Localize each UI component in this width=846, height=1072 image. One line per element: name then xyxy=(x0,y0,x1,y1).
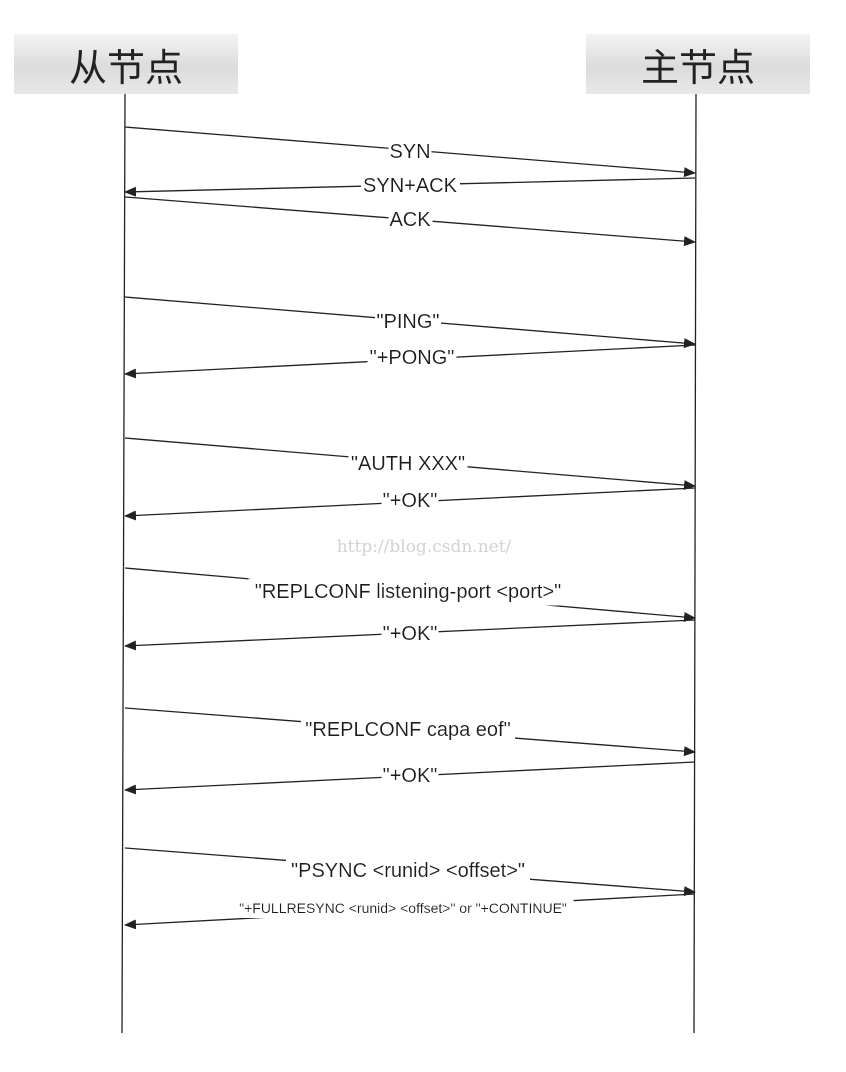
message-replconf-port: "REPLCONF listening-port <port>" xyxy=(124,567,696,623)
message-arrow xyxy=(124,437,696,491)
message-label: "REPLCONF listening-port <port>" xyxy=(255,581,562,603)
message-fullresync: "+FULLRESYNC <runid> <offset>" or "+CONT… xyxy=(124,893,696,930)
master-node-header: 主节点 xyxy=(586,34,810,94)
message-arrow xyxy=(124,344,696,379)
message-replconf-port-ok: "+OK" xyxy=(124,619,696,651)
message-arrow xyxy=(124,487,696,521)
message-arrow xyxy=(124,707,696,757)
message-arrow xyxy=(124,126,696,178)
message-syn: SYN xyxy=(124,126,696,178)
message-label: "PING" xyxy=(376,311,439,333)
message-arrow xyxy=(124,619,696,651)
message-auth: "AUTH XXX" xyxy=(124,437,696,491)
message-arrow xyxy=(124,761,696,795)
message-replconf-capa: "REPLCONF capa eof" xyxy=(124,707,696,757)
message-label: SYN+ACK xyxy=(363,175,458,197)
message-ping: "PING" xyxy=(124,296,696,349)
watermark-text: http://blog.csdn.net/ xyxy=(337,537,512,557)
message-psync: "PSYNC <runid> <offset>" xyxy=(124,847,696,897)
slave-node-label: 从节点 xyxy=(68,45,183,90)
message-label: "REPLCONF capa eof" xyxy=(305,719,510,741)
message-label: "PSYNC <runid> <offset>" xyxy=(291,860,525,882)
message-arrow xyxy=(124,296,696,349)
message-label: SYN xyxy=(389,141,430,163)
message-arrow xyxy=(124,196,696,247)
message-auth-ok: "+OK" xyxy=(124,487,696,521)
message-label: "AUTH XXX" xyxy=(351,453,465,475)
message-label: "+PONG" xyxy=(370,347,455,369)
message-arrow xyxy=(124,567,696,623)
message-arrow xyxy=(124,893,696,930)
message-label: "+FULLRESYNC <runid> <offset>" or "+CONT… xyxy=(239,900,567,916)
message-label: "+OK" xyxy=(383,765,438,787)
message-replconf-capa-ok: "+OK" xyxy=(124,761,696,795)
message-ack: ACK xyxy=(124,196,696,247)
message-syn-ack: SYN+ACK xyxy=(124,175,696,197)
message-label: "+OK" xyxy=(383,623,438,645)
slave-node-header: 从节点 xyxy=(14,34,238,94)
slave-lifeline xyxy=(121,93,126,1034)
message-arrow xyxy=(124,847,696,897)
message-arrow xyxy=(124,177,696,197)
master-lifeline xyxy=(693,93,697,1034)
message-pong: "+PONG" xyxy=(124,344,696,379)
master-node-label: 主节点 xyxy=(640,45,755,90)
message-label: ACK xyxy=(389,209,431,231)
message-label: "+OK" xyxy=(383,490,438,512)
